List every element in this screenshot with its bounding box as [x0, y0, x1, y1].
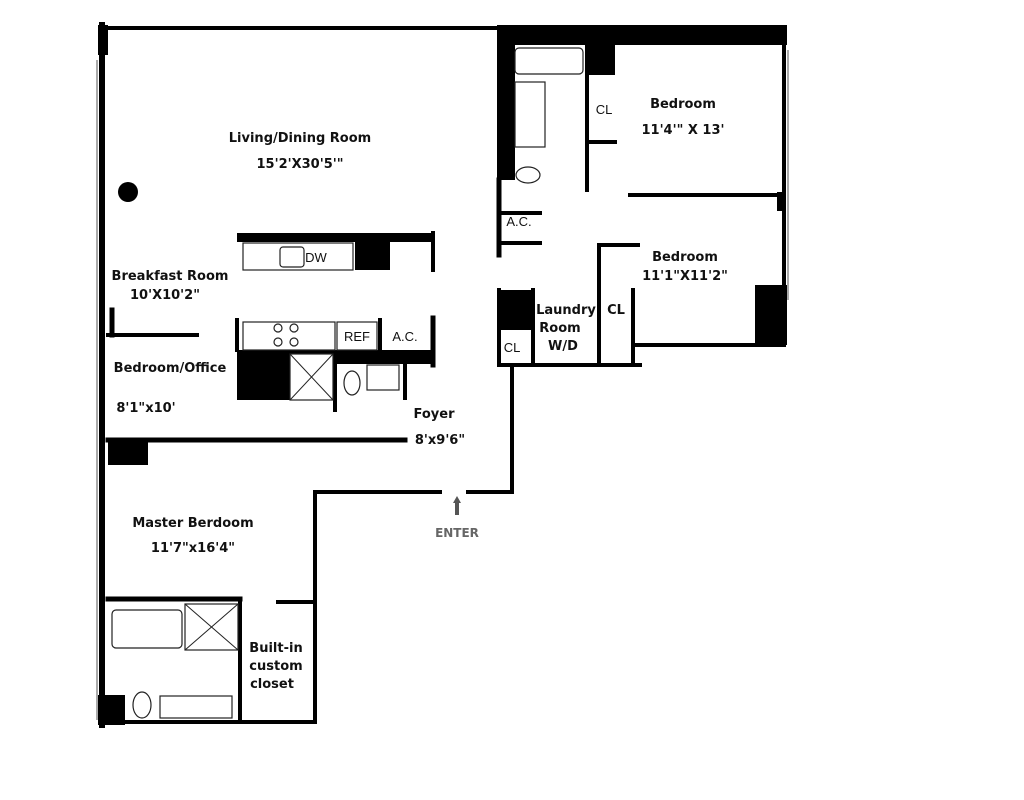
vanity-icon	[159, 695, 233, 719]
toilet-icon	[515, 166, 541, 184]
bedroom1-name: Bedroom	[650, 97, 716, 112]
laundry-line3: W/D	[548, 339, 578, 354]
master-size: 11'7"x16'4"	[151, 541, 235, 556]
ac-kitchen: A.C.	[392, 329, 417, 344]
bedroom2-size: 11'1"X11'2"	[642, 269, 728, 284]
refrigerator-box	[336, 321, 378, 351]
column-icon	[118, 182, 138, 202]
office-name: Bedroom/Office	[114, 361, 227, 376]
sink-icon	[279, 246, 305, 268]
toilet-icon	[132, 691, 152, 719]
closet-line1: Built-in	[249, 641, 302, 656]
window-ticks	[96, 50, 789, 720]
stove-icon	[273, 323, 299, 347]
closet-line3: closet	[250, 677, 294, 692]
toilet-icon	[343, 370, 361, 396]
closet-bed1: CL	[596, 102, 613, 117]
labels: Living/Dining Room 15'2'X30'5'" Bedroom …	[112, 97, 728, 692]
closet-line2: custom	[249, 659, 302, 674]
enter-arrow-icon	[453, 496, 461, 515]
laundry-line1: Laundry	[536, 303, 596, 318]
closet-bed2: CL	[607, 303, 625, 318]
living-room-size: 15'2'X30'5'"	[257, 157, 344, 172]
sink-icon	[366, 364, 400, 391]
closet-hall: CL	[504, 340, 521, 355]
living-room-name: Living/Dining Room	[229, 131, 371, 146]
refrigerator-label: REF	[344, 329, 370, 344]
vanity-icon	[514, 81, 546, 148]
shower-icon	[184, 603, 239, 651]
laundry-line2: Room	[539, 321, 580, 336]
breakfast-size: 10'X10'2"	[130, 288, 200, 303]
walls	[98, 22, 787, 728]
dishwasher-label: DW	[305, 250, 327, 265]
enter-label: ENTER	[435, 526, 479, 540]
master-name: Master Berdoom	[132, 516, 253, 531]
fixtures	[96, 47, 789, 720]
shower-icon	[289, 353, 334, 401]
bedroom2-name: Bedroom	[652, 250, 718, 265]
bedroom1-size: 11'4'" X 13'	[641, 123, 724, 138]
ac-hall: A.C.	[506, 214, 531, 229]
office-size: 8'1"x10'	[116, 401, 175, 416]
foyer-size: 8'x9'6"	[415, 433, 465, 448]
stove-counter	[242, 321, 336, 351]
breakfast-name: Breakfast Room	[112, 269, 229, 284]
bathtub-icon	[111, 609, 183, 649]
foyer-name: Foyer	[414, 407, 456, 422]
bathtub-icon	[514, 47, 584, 75]
